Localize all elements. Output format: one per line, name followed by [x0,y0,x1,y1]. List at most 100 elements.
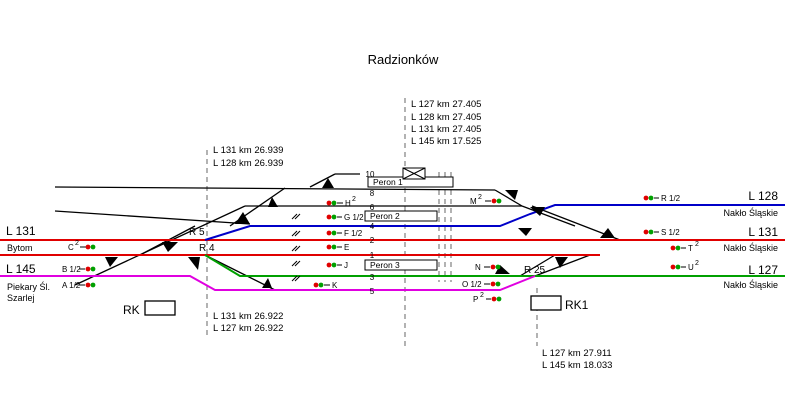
switch-marker [235,212,250,224]
line-l127-right: L 127 [748,263,778,277]
platform-1-label: Peron 1 [373,177,403,187]
signal-label: J [344,261,348,270]
signal-lamp-red [643,229,649,235]
signal-label: R 1/2 [661,194,681,203]
track-number: 3 [370,273,375,282]
signal-sup: 2 [352,196,356,203]
km-labels-upper-left: L 131 km 26.939 L 128 km 26.939 [213,145,283,169]
signal-lamp-green [495,264,501,270]
signal-lamp-green [331,214,337,220]
crossing-x2 [402,167,426,180]
signal-u: U 2 [670,260,699,272]
signal-lamp-green [331,244,337,250]
switch-marker [188,257,200,270]
signal-sup: 2 [478,194,482,201]
track-number: 10 [366,170,375,179]
signal-h: H 2 [326,196,356,208]
signal-b: B 1/2 [62,265,96,274]
signal-label: A 1/2 [62,281,81,290]
line-l131-right: L 131 [748,225,778,239]
line-l128 [204,204,785,241]
signal-lamp-green [496,296,502,302]
km-label: L 128 km 26.939 [213,158,283,169]
post-rk1-box [530,295,562,311]
signal-k: K [313,281,338,290]
signal-e: E [326,243,349,252]
signal-label: G 1/2 [344,213,364,222]
signal-posts: RK RK1 [123,295,589,317]
switch-box-r5: R 5 [189,227,205,238]
signal-p: P 2 [473,292,502,304]
derailer-marks [291,213,301,282]
platforms: Peron 1 Peron 2 Peron 3 [364,176,454,271]
switch-box-r4: R 4 [199,243,215,254]
signal-lamp-red [670,245,676,251]
signal-lamp-green [318,282,324,288]
line-l127 [204,254,785,277]
signal-label: E [344,243,349,252]
signal-j: J [326,261,348,270]
km-label: L 127 km 27.405 [411,99,481,110]
signal-lamp-red [85,266,91,272]
km-label: L 131 km 27.405 [411,124,481,135]
signal-lamp-green [331,230,337,236]
signal-sup: 2 [480,292,484,299]
direction-naklo-131: Nakło Śląskie [723,242,778,253]
derailer-mark [291,213,301,220]
signal-lamp-green [675,245,681,251]
track-number: 6 [370,203,375,212]
signal-lamp-red [85,244,91,250]
signal-label: S 1/2 [661,228,680,237]
switch-marker [162,242,178,252]
signal-lamp-red [490,281,496,287]
line-l128-right: L 128 [748,189,778,203]
track-number: 4 [370,222,375,231]
switch-markers [105,178,615,288]
signal-lamp-red [326,214,332,220]
signal-lamp-red [326,244,332,250]
km-label: L 131 km 26.922 [213,311,283,322]
line-labels-left: L 131 Bytom L 145 Piekary Śl. Szarlej [6,224,50,303]
diag-right-4 [519,254,556,277]
switch-marker [268,197,278,207]
signal-r: R 1/2 [643,194,681,203]
derailer-mark [291,245,301,252]
signal-lamp-green [331,200,337,206]
switch-box-r25: R 25 [524,265,546,276]
crossing-box [402,167,426,180]
diag-right-3 [534,254,591,277]
direction-naklo-128: Nakło Śląskie [723,207,778,218]
signal-lamp-green [675,264,681,270]
signal-label: B 1/2 [62,265,81,274]
signal-s: S 1/2 [643,228,680,237]
signal-sup: 2 [695,260,699,267]
derailer-mark [291,275,301,282]
km-label: L 127 km 27.911 [542,348,612,359]
track-numbers: 10 8 6 4 2 1 3 5 [366,170,375,296]
signal-c: C 2 [68,240,96,252]
derailer-mark [291,260,301,267]
signal-lamp-green [648,229,654,235]
platform-2-label: Peron 2 [370,211,400,221]
signal-lamp-red [670,264,676,270]
signal-label: P [473,295,478,304]
switch-marker [105,257,118,267]
signal-label: N [475,263,481,272]
line-labels-right: L 128 Nakło Śląskie L 131 Nakło Śląskie … [723,189,778,290]
km-label: L 145 km 18.033 [542,360,612,371]
signal-t: T 2 [670,241,699,253]
signal-lamp-green [90,244,96,250]
direction-piekary: Piekary Śl. [7,281,50,292]
signal-lamp-red [326,200,332,206]
post-rk-box [144,300,176,316]
track-number: 1 [370,251,375,260]
signal-m: M 2 [470,194,502,206]
switch-marker [262,278,272,288]
platform-2-box [364,210,438,222]
direction-bytom: Bytom [7,243,33,253]
track-number: 2 [370,236,375,245]
signal-lamp-red [643,195,649,201]
km-labels-center: L 127 km 27.405 L 128 km 27.405 L 131 km… [411,99,481,147]
signal-sup: 2 [695,241,699,248]
